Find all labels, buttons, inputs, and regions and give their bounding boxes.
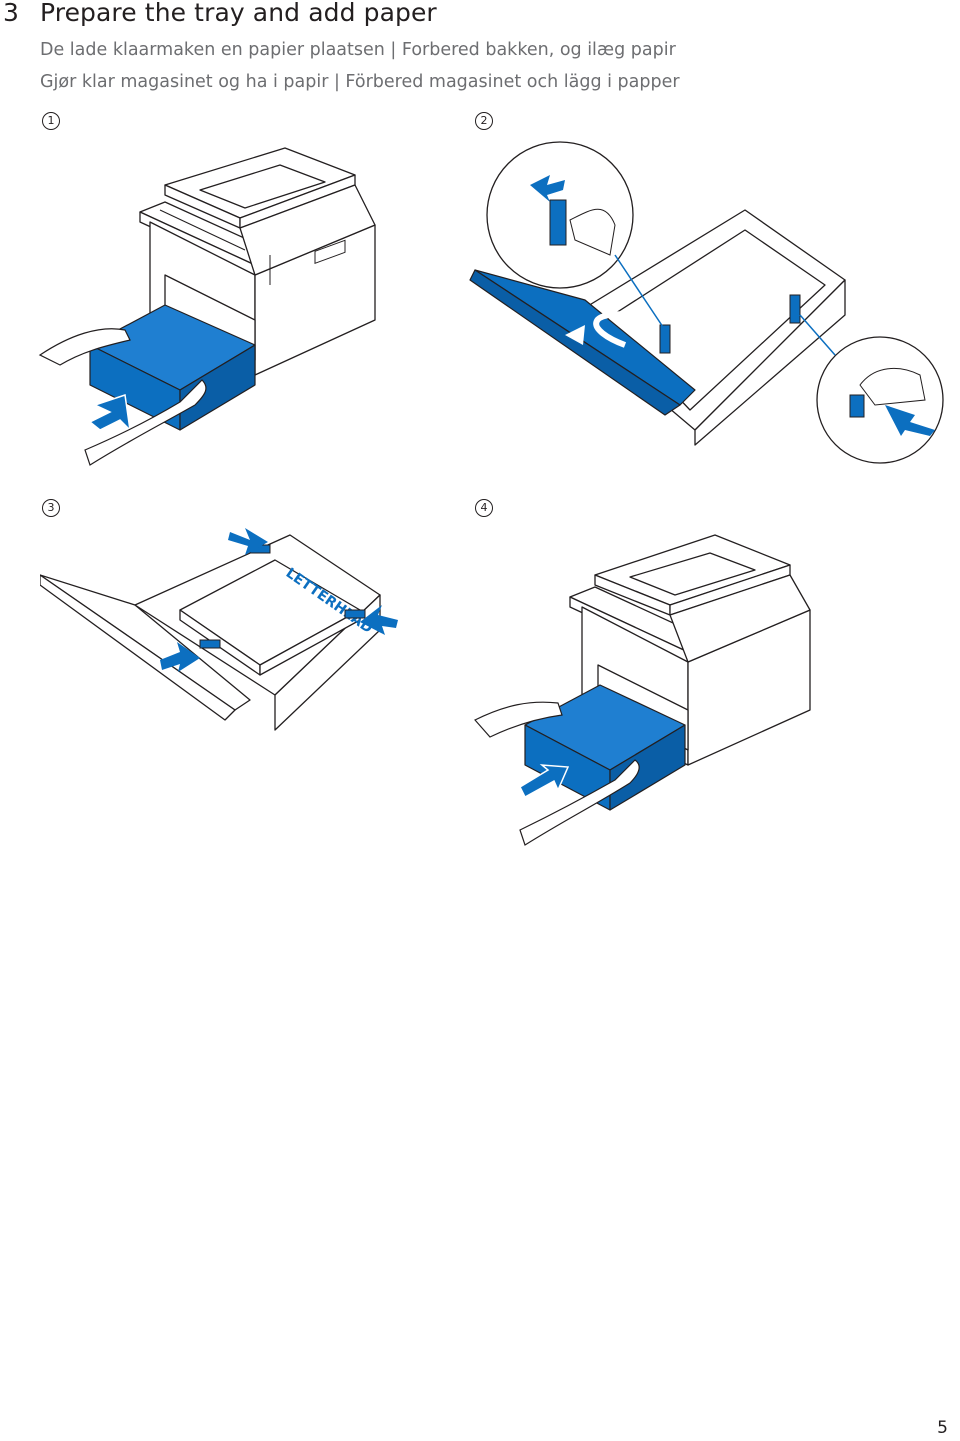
step-2-marker: 2 bbox=[475, 112, 493, 130]
subtitle-translations-2: Gjør klar magasinet og ha i papir | Förb… bbox=[40, 72, 680, 92]
page-number: 5 bbox=[937, 1418, 948, 1438]
page-title: Prepare the tray and add paper bbox=[40, 0, 437, 27]
insert-tray-illustration bbox=[474, 534, 811, 846]
step-1-marker: 1 bbox=[42, 112, 60, 130]
printer-pull-tray-illustration bbox=[38, 147, 376, 466]
tray-guides-illustration bbox=[469, 141, 944, 464]
step-4-marker: 4 bbox=[475, 499, 493, 517]
load-paper-illustration: LETTERHEAD bbox=[40, 528, 398, 731]
step-3-marker: 3 bbox=[42, 499, 60, 517]
subtitle-translations-1: De lade klaarmaken en papier plaatsen | … bbox=[40, 40, 676, 60]
step-number: 3 bbox=[3, 0, 19, 27]
